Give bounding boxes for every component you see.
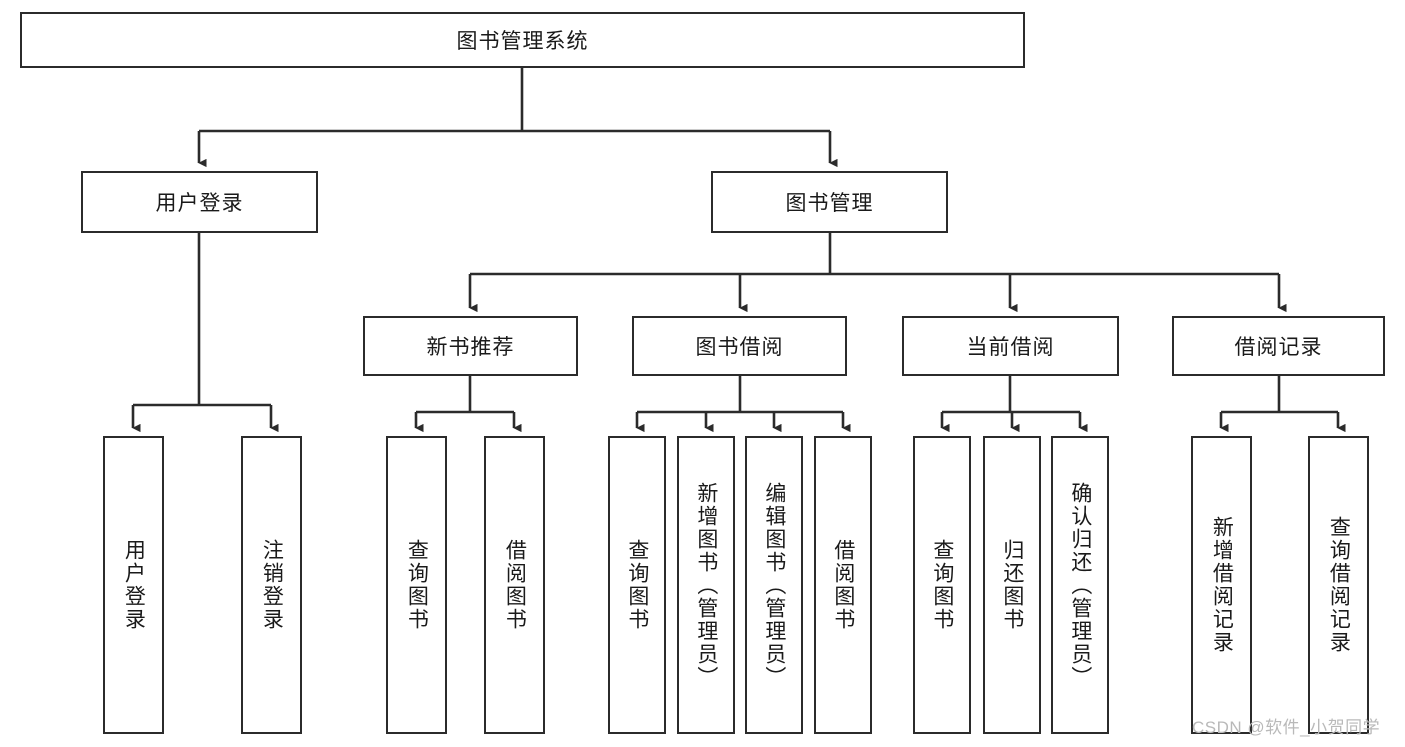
node-borrow-record[interactable]: 借阅记录 xyxy=(1172,316,1385,376)
node-leaf-add-book[interactable]: 新增图书（管理员） xyxy=(677,436,735,734)
node-new-book-rec[interactable]: 新书推荐 xyxy=(363,316,578,376)
node-leaf-user-login[interactable]: 用户登录 xyxy=(103,436,164,734)
node-leaf-query-record[interactable]: 查询借阅记录 xyxy=(1308,436,1369,734)
node-leaf-edit-book[interactable]: 编辑图书（管理员） xyxy=(745,436,803,734)
node-book-borrow[interactable]: 图书借阅 xyxy=(632,316,847,376)
node-leaf-query-book-2[interactable]: 查询图书 xyxy=(608,436,666,734)
node-leaf-query-book-1[interactable]: 查询图书 xyxy=(386,436,447,734)
node-leaf-logout[interactable]: 注销登录 xyxy=(241,436,302,734)
node-leaf-confirm-return[interactable]: 确认归还（管理员） xyxy=(1051,436,1109,734)
node-current-borrow[interactable]: 当前借阅 xyxy=(902,316,1119,376)
node-leaf-query-book-3[interactable]: 查询图书 xyxy=(913,436,971,734)
node-leaf-borrow-book-2[interactable]: 借阅图书 xyxy=(814,436,872,734)
node-leaf-borrow-book-1[interactable]: 借阅图书 xyxy=(484,436,545,734)
node-leaf-add-record[interactable]: 新增借阅记录 xyxy=(1191,436,1252,734)
node-user-login[interactable]: 用户登录 xyxy=(81,171,318,233)
node-book-manage[interactable]: 图书管理 xyxy=(711,171,948,233)
csdn-watermark: CSDN @软件_小贺同学 xyxy=(1192,718,1381,737)
node-leaf-return-book[interactable]: 归还图书 xyxy=(983,436,1041,734)
node-root[interactable]: 图书管理系统 xyxy=(20,12,1025,68)
